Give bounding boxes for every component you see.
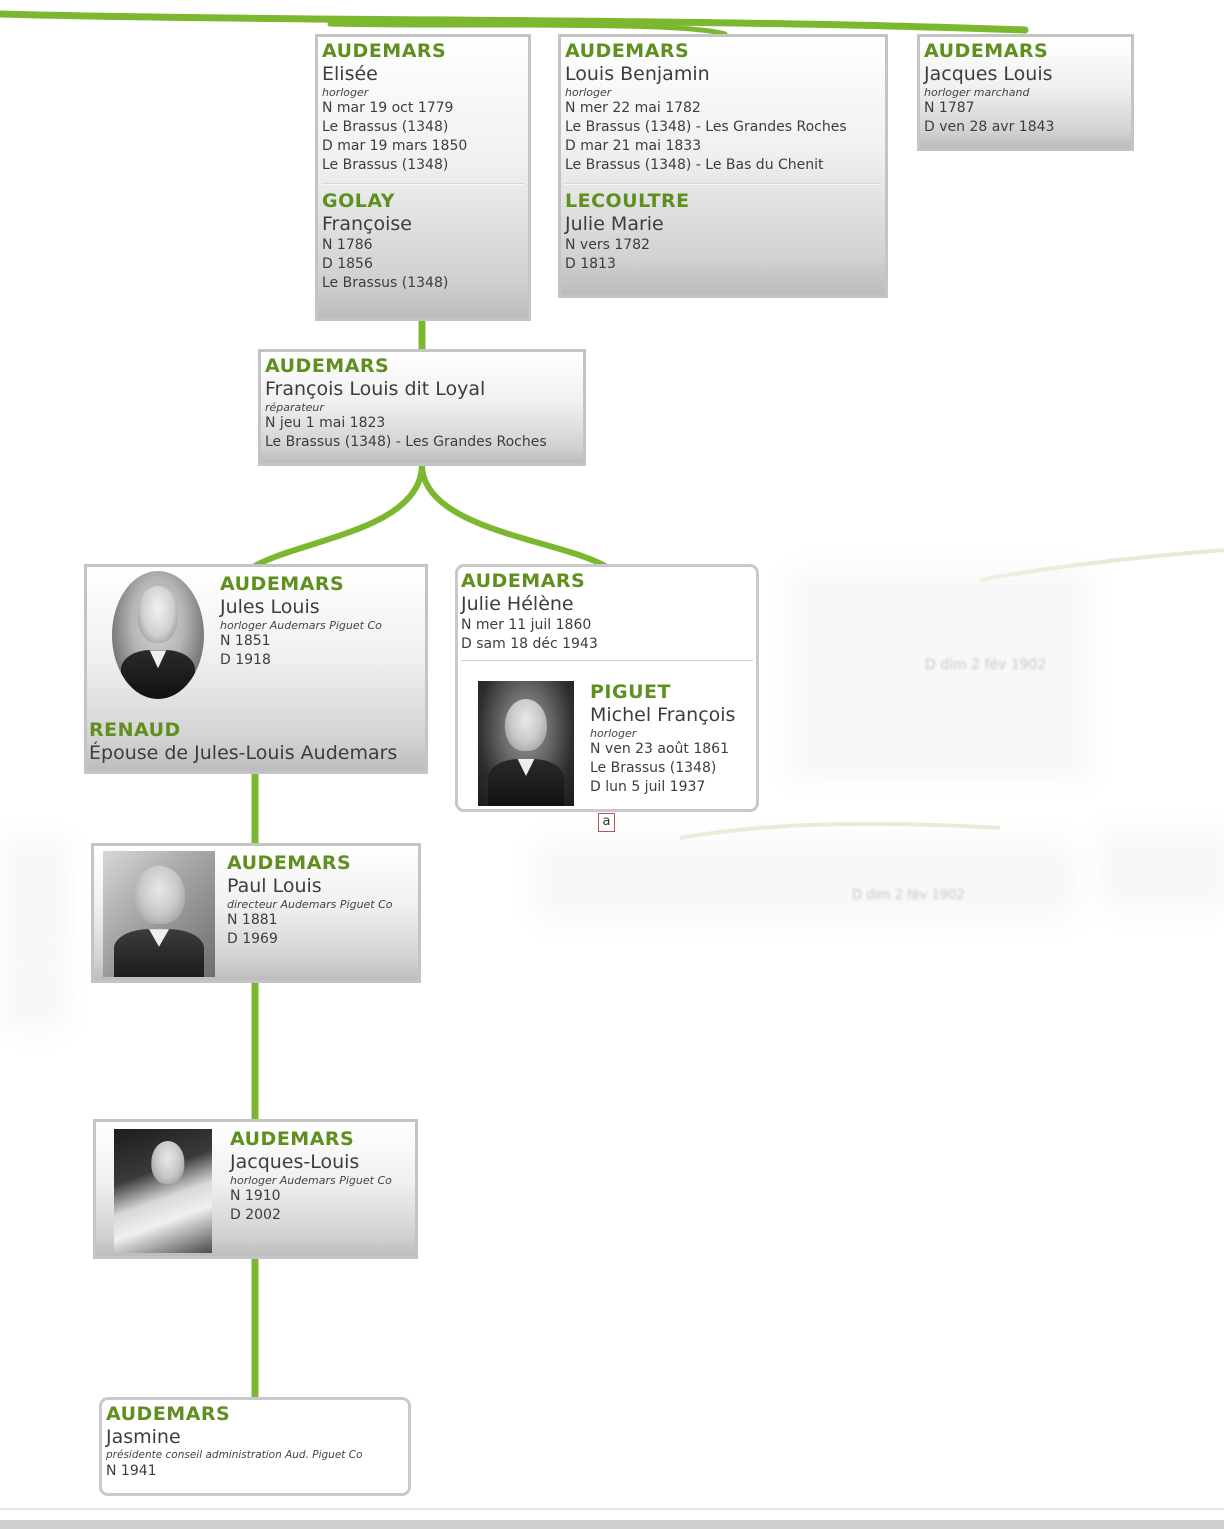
person-card-francois-louis[interactable]: AUDEMARS François Louis dit Loyal répara… <box>258 349 586 466</box>
given-name: Elisée <box>322 63 378 85</box>
surname: AUDEMARS <box>565 40 690 62</box>
birth-date: N 1851 <box>220 633 271 649</box>
spouse-occupation: horloger <box>590 727 637 740</box>
death-place: Le Brassus (1348) - Le Bas du Chenit <box>565 157 824 173</box>
badge-a[interactable]: a <box>598 813 615 832</box>
faded-date-text: D dim 2 fév 1902 <box>925 657 1047 673</box>
surname: AUDEMARS <box>106 1403 231 1425</box>
surname: AUDEMARS <box>461 570 586 592</box>
spouse-birth-place: Le Brassus (1348) <box>590 760 717 776</box>
occupation: horloger marchand <box>924 86 1030 99</box>
given-name: Jacques-Louis <box>230 1151 360 1173</box>
person-card-jules-louis[interactable]: AUDEMARS Jules Louis horloger Audemars P… <box>84 564 428 774</box>
death-date: D mar 21 mai 1833 <box>565 138 702 154</box>
birth-date: N 1910 <box>230 1188 281 1204</box>
spouse-death-date: D lun 5 juil 1937 <box>590 779 706 795</box>
surname: AUDEMARS <box>265 355 390 377</box>
portrait-photo <box>103 851 215 977</box>
person-card-julie-helene[interactable]: AUDEMARS Julie Hélène N mer 11 juil 1860… <box>455 564 759 812</box>
surname: AUDEMARS <box>322 40 447 62</box>
connector-francois-julie <box>419 463 608 569</box>
person-card-jacques-louis-jr[interactable]: AUDEMARS Jacques-Louis horloger Audemars… <box>93 1119 418 1259</box>
portrait-photo <box>112 571 204 699</box>
death-date: D 2002 <box>230 1207 281 1223</box>
birth-date: N mer 11 juil 1860 <box>461 617 592 633</box>
given-name: Jacques Louis <box>924 63 1053 85</box>
faded-branch-line <box>679 821 1001 840</box>
connector-francois-jules <box>252 463 425 569</box>
death-date: D sam 18 déc 1943 <box>461 636 598 652</box>
faded-node-area-3 <box>1110 840 1220 900</box>
spouse-birth-date: N ven 23 août 1861 <box>590 741 729 757</box>
death-date: D 1969 <box>227 931 278 947</box>
spouse-death-date: D 1813 <box>565 256 616 272</box>
spouse-given-name: Michel François <box>590 704 736 726</box>
surname: AUDEMARS <box>230 1128 355 1150</box>
spouse-surname: PIGUET <box>590 681 671 703</box>
surname: AUDEMARS <box>220 573 345 595</box>
birth-date: N jeu 1 mai 1823 <box>265 415 386 431</box>
spouse-surname: LECOULTRE <box>565 190 690 212</box>
spouse-divider <box>565 183 881 185</box>
occupation: horloger <box>565 86 612 99</box>
faded-node-area <box>800 580 1080 770</box>
given-name: François Louis dit Loyal <box>265 378 486 400</box>
birth-date: N 1787 <box>924 100 975 116</box>
surname: AUDEMARS <box>227 852 352 874</box>
spouse-death-date: D 1856 <box>322 256 373 272</box>
birth-date: N 1941 <box>106 1463 157 1479</box>
spouse-given-name: Épouse de Jules-Louis Audemars <box>89 742 398 764</box>
faded-node-area-5 <box>12 975 58 1020</box>
death-date: D ven 28 avr 1843 <box>924 119 1055 135</box>
given-name: Paul Louis <box>227 875 322 897</box>
birth-place: Le Brassus (1348) <box>322 119 449 135</box>
faded-date-text-2: D dim 2 fév 1902 <box>852 888 965 903</box>
person-card-louis-benjamin[interactable]: AUDEMARS Louis Benjamin horloger N mer 2… <box>558 34 888 298</box>
spouse-portrait-photo <box>478 681 574 806</box>
person-card-paul-louis[interactable]: AUDEMARS Paul Louis directeur Audemars P… <box>91 843 421 983</box>
birth-place: Le Brassus (1348) - Les Grandes Roches <box>565 119 847 135</box>
occupation: horloger <box>322 86 369 99</box>
birth-date: N mar 19 oct 1779 <box>322 100 454 116</box>
death-date: D 1918 <box>220 652 271 668</box>
birth-date: N 1881 <box>227 912 278 928</box>
spouse-divider <box>322 183 524 185</box>
spouse-birth-date: N 1786 <box>322 237 373 253</box>
occupation: réparateur <box>265 401 324 414</box>
occupation: horloger Audemars Piguet Co <box>230 1174 392 1187</box>
occupation: horloger Audemars Piguet Co <box>220 619 382 632</box>
person-card-jacques-louis-sr[interactable]: AUDEMARS Jacques Louis horloger marchand… <box>917 34 1134 151</box>
person-card-elisee[interactable]: AUDEMARS Elisée horloger N mar 19 oct 17… <box>315 34 531 321</box>
faded-branch-line-2 <box>979 548 1224 582</box>
given-name: Julie Hélène <box>461 593 574 615</box>
bottom-bar <box>0 1508 1224 1529</box>
surname: AUDEMARS <box>924 40 1049 62</box>
occupation: directeur Audemars Piguet Co <box>227 898 393 911</box>
top-branch-line-2 <box>327 21 728 37</box>
birth-place: Le Brassus (1348) - Les Grandes Roches <box>265 434 547 450</box>
death-date: D mar 19 mars 1850 <box>322 138 468 154</box>
given-name: Jasmine <box>106 1426 181 1448</box>
faded-node-area-4 <box>12 848 58 958</box>
faded-node-area-2 <box>545 850 1065 910</box>
given-name: Jules Louis <box>220 596 320 618</box>
spouse-given-name: Françoise <box>322 213 412 235</box>
spouse-divider <box>461 660 753 662</box>
spouse-surname: RENAUD <box>89 719 181 741</box>
birth-date: N mer 22 mai 1782 <box>565 100 701 116</box>
given-name: Louis Benjamin <box>565 63 710 85</box>
spouse-birth-date: N vers 1782 <box>565 237 650 253</box>
person-card-jasmine[interactable]: AUDEMARS Jasmine présidente conseil admi… <box>99 1397 411 1496</box>
portrait-photo <box>114 1129 212 1253</box>
death-place: Le Brassus (1348) <box>322 157 449 173</box>
spouse-given-name: Julie Marie <box>565 213 664 235</box>
spouse-place: Le Brassus (1348) <box>322 275 449 291</box>
top-branch-line <box>0 10 1029 34</box>
occupation: présidente conseil administration Aud. P… <box>106 1449 363 1461</box>
spouse-surname: GOLAY <box>322 190 395 212</box>
